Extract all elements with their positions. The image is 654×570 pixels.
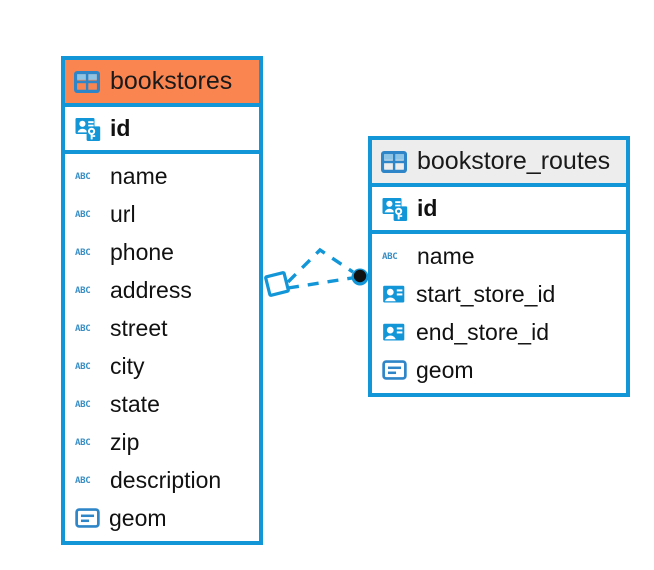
field-row-state[interactable]: ABC state — [65, 385, 259, 423]
field-row-description[interactable]: ABC description — [65, 461, 259, 499]
field-row-name[interactable]: ABC name — [372, 237, 626, 275]
text-field-icon: ABC — [75, 245, 101, 259]
field-label: phone — [110, 238, 174, 265]
text-field-icon: ABC — [75, 283, 101, 297]
field-label: url — [110, 200, 136, 227]
fields-section: ABC name ABC url ABC — [65, 154, 259, 541]
svg-text:ABC: ABC — [75, 172, 90, 182]
field-row-id[interactable]: id — [372, 187, 626, 230]
field-row-city[interactable]: ABC city — [65, 347, 259, 385]
field-row-geom[interactable]: geom — [65, 499, 259, 537]
relationship-line-upper — [286, 247, 354, 284]
text-field-icon: ABC — [75, 207, 101, 221]
field-label: name — [110, 162, 168, 189]
entity-header-bookstore-routes[interactable]: bookstore_routes — [372, 140, 626, 187]
svg-text:ABC: ABC — [75, 324, 90, 334]
field-row-zip[interactable]: ABC zip — [65, 423, 259, 461]
field-row-id[interactable]: id — [65, 107, 259, 150]
text-field-icon: ABC — [75, 435, 101, 449]
field-label: address — [110, 276, 192, 303]
svg-text:ABC: ABC — [75, 476, 90, 486]
field-row-end-store-id[interactable]: end_store_id — [372, 313, 626, 351]
field-row-name[interactable]: ABC name — [65, 157, 259, 195]
entity-table-bookstores[interactable]: bookstores id — [61, 56, 263, 545]
geometry-field-icon — [75, 507, 100, 529]
filled-circle-many-marker — [351, 268, 369, 286]
table-grid-icon — [74, 70, 100, 93]
svg-text:ABC: ABC — [75, 400, 90, 410]
primary-key-section: id — [65, 107, 259, 154]
relationship-line-lower — [287, 276, 353, 290]
primary-key-section: id — [372, 187, 626, 234]
entity-title: bookstore_routes — [417, 147, 611, 175]
svg-text:ABC: ABC — [75, 362, 90, 372]
entity-table-bookstore-routes[interactable]: bookstore_routes — [368, 136, 630, 397]
field-label: name — [417, 242, 475, 269]
field-label: end_store_id — [416, 318, 549, 345]
field-row-url[interactable]: ABC url — [65, 195, 259, 233]
svg-text:ABC: ABC — [75, 210, 90, 220]
text-field-icon: ABC — [75, 321, 101, 335]
field-row-phone[interactable]: ABC phone — [65, 233, 259, 271]
field-label: id — [110, 115, 131, 141]
field-label: geom — [109, 504, 167, 531]
field-row-address[interactable]: ABC address — [65, 271, 259, 309]
field-row-geom[interactable]: geom — [372, 351, 626, 389]
table-grid-icon — [381, 150, 407, 173]
fields-section: ABC name start_store_id — [372, 234, 626, 393]
text-field-icon: ABC — [75, 359, 101, 373]
field-label: start_store_id — [416, 280, 556, 307]
text-field-icon: ABC — [75, 169, 101, 183]
foreign-key-icon — [382, 321, 407, 343]
field-label: state — [110, 390, 160, 417]
primary-key-icon — [75, 116, 101, 142]
text-field-icon: ABC — [75, 473, 101, 487]
entity-header-bookstores[interactable]: bookstores — [65, 60, 259, 107]
field-label: street — [110, 314, 168, 341]
field-row-street[interactable]: ABC street — [65, 309, 259, 347]
svg-text:ABC: ABC — [382, 252, 397, 262]
text-field-icon: ABC — [75, 397, 101, 411]
diamond-one-marker — [264, 271, 290, 297]
field-label: description — [110, 466, 222, 493]
field-label: geom — [416, 356, 474, 383]
field-label: city — [110, 352, 145, 379]
field-row-start-store-id[interactable]: start_store_id — [372, 275, 626, 313]
svg-text:ABC: ABC — [75, 286, 90, 296]
field-label: id — [417, 195, 438, 221]
field-label: zip — [110, 428, 140, 455]
text-field-icon: ABC — [382, 249, 408, 263]
entity-title: bookstores — [110, 67, 233, 95]
geometry-field-icon — [382, 359, 407, 381]
foreign-key-icon — [382, 283, 407, 305]
svg-text:ABC: ABC — [75, 438, 90, 448]
primary-key-icon — [382, 196, 408, 222]
svg-text:ABC: ABC — [75, 248, 90, 258]
